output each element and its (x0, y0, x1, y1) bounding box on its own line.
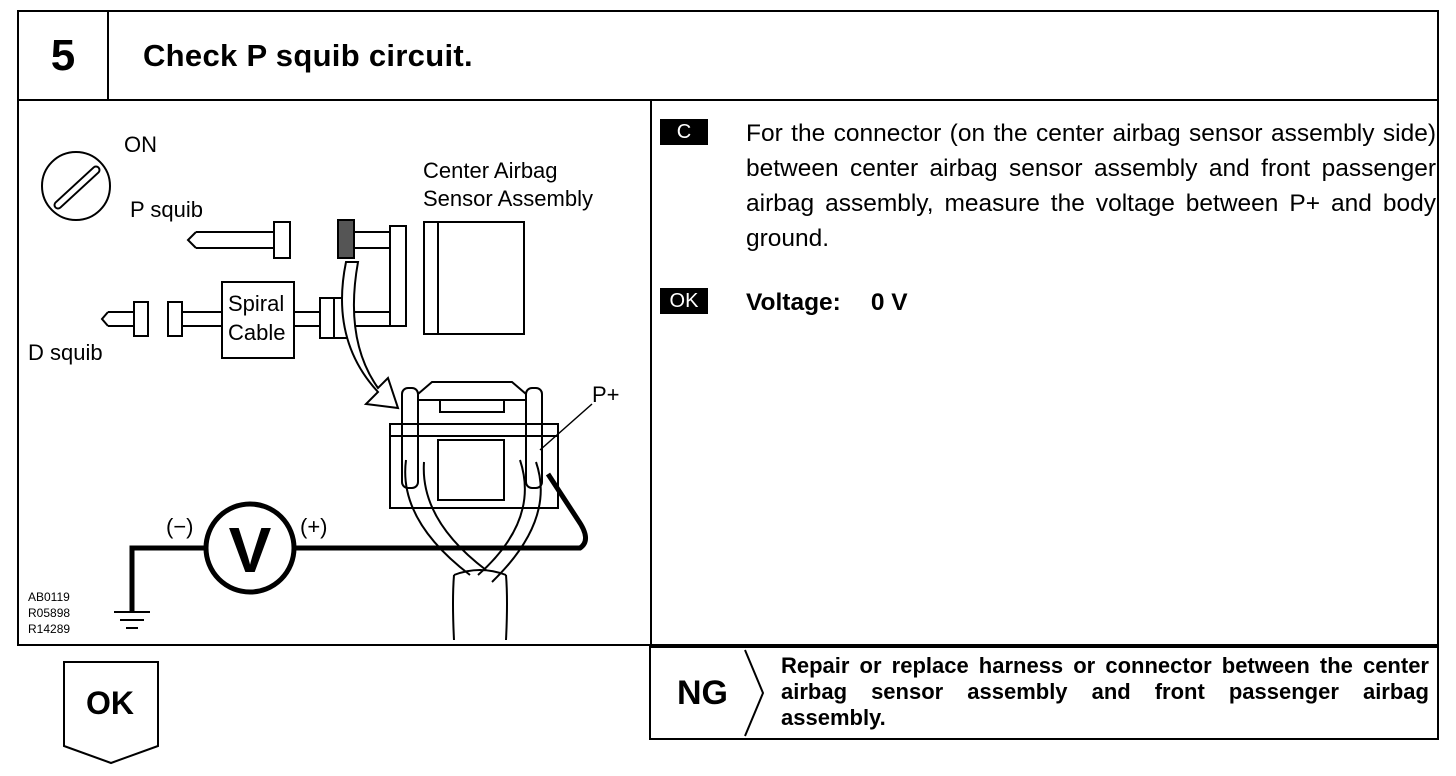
step-title: Check P squib circuit. (143, 37, 473, 73)
label-d-squib: D squib (28, 340, 103, 365)
instruction-row: C For the connector (on the center airba… (660, 116, 1436, 256)
spec-badge: OK (660, 288, 708, 314)
spec-label: Voltage: (746, 289, 841, 316)
spec-value: 0 V (870, 289, 908, 316)
step-header: 5 Check P squib circuit. (17, 10, 1439, 101)
chevron-right-icon (744, 649, 765, 737)
ng-text: Repair or replace harness or connector b… (781, 653, 1429, 730)
harness (404, 459, 542, 641)
sensor-assembly-box (423, 221, 525, 335)
d-squib-connector (100, 281, 390, 359)
voltmeter-icon: V (203, 501, 297, 595)
label-p-plus: P+ (592, 382, 620, 407)
ng-label: NG (677, 673, 728, 712)
diagram-code-2: R05898 (28, 606, 70, 620)
ok-next-label: OK (86, 685, 134, 721)
instruction-text: For the connector (on the center airbag … (746, 120, 1436, 252)
column-divider (650, 99, 652, 644)
diagram-code-3: R14289 (28, 622, 70, 636)
ng-box: NG Repair or replace harness or connecto… (649, 646, 1439, 740)
label-center-airbag-1: Center Airbag (423, 158, 558, 183)
step-body (17, 99, 1439, 646)
spec-text: Voltage: 0 V (746, 285, 908, 320)
label-p-squib: P squib (130, 197, 203, 222)
label-on: ON (124, 132, 157, 157)
label-center-airbag-2: Sensor Assembly (423, 186, 593, 211)
spec-row: OK Voltage: 0 V (660, 285, 908, 320)
svg-text:V: V (229, 514, 272, 586)
p-plus-leader (539, 403, 593, 451)
ignition-switch-icon (41, 151, 111, 221)
voltmeter-leads (129, 472, 588, 612)
label-minus: (−) (166, 514, 194, 539)
ok-next-arrow (63, 661, 159, 765)
connector-detail (389, 381, 559, 509)
step-number: 5 (19, 12, 109, 99)
diagram-code-1: AB0119 (28, 590, 70, 604)
label-spiral: Spiral (228, 291, 284, 316)
instruction-badge: C (660, 119, 708, 145)
label-cable: Cable (228, 320, 285, 345)
label-plus: (+) (300, 514, 328, 539)
p-squib-connector (186, 219, 407, 327)
ground-icon (114, 611, 150, 629)
arrow-icon (341, 261, 400, 410)
wiring-diagram: ON P squib Center Airbag Sensor Assembly… (28, 132, 620, 641)
